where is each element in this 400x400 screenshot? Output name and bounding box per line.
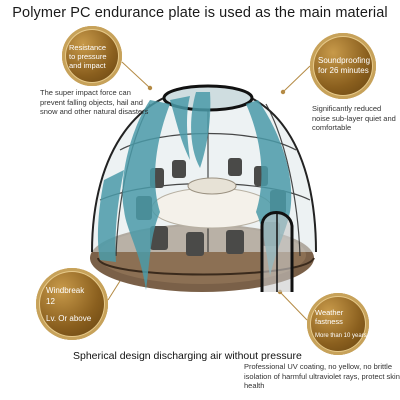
leader-line-soundproofing <box>282 65 311 93</box>
badge-windbreak-line-2: 12 <box>46 296 55 306</box>
note-noise: Significantly reduced noise sub-layer qu… <box>312 104 396 132</box>
badge-soundproofing-line-2: for 26 minutes <box>318 66 369 75</box>
leader-line-resistance <box>121 61 151 89</box>
badge-weather-line-3: More than 10 years <box>315 332 367 339</box>
page-title: Polymer PC endurance plate is used as th… <box>12 5 388 21</box>
badge-windbreak: Windbreak 12 Lv. Or above <box>36 268 108 340</box>
badge-soundproofing: Soundproofing for 26 minutes <box>310 33 376 99</box>
note-uv: Professional UV coating, no yellow, no b… <box>244 362 400 390</box>
badge-resistance-line-3: and impact <box>69 60 106 70</box>
badge-resistance: Resistance to pressure and impact <box>62 26 122 86</box>
badge-resistance-line-1: Resistance <box>69 42 107 52</box>
badge-windbreak-line-1: Windbreak <box>46 285 85 295</box>
badge-soundproofing-line-1: Soundproofing <box>318 56 371 65</box>
badge-resistance-line-2: to pressure <box>69 51 107 61</box>
badge-weather: Weather fastness More than 10 years <box>307 293 369 355</box>
caption: Spherical design discharging air without… <box>73 350 302 362</box>
leader-line-weather <box>279 291 308 321</box>
badge-weather-line-2: fastness <box>315 316 343 326</box>
badge-weather-line-1: Weather <box>315 307 344 317</box>
note-impact: The super impact force can prevent falli… <box>40 88 149 116</box>
badge-windbreak-line-3: Lv. Or above <box>46 313 92 323</box>
